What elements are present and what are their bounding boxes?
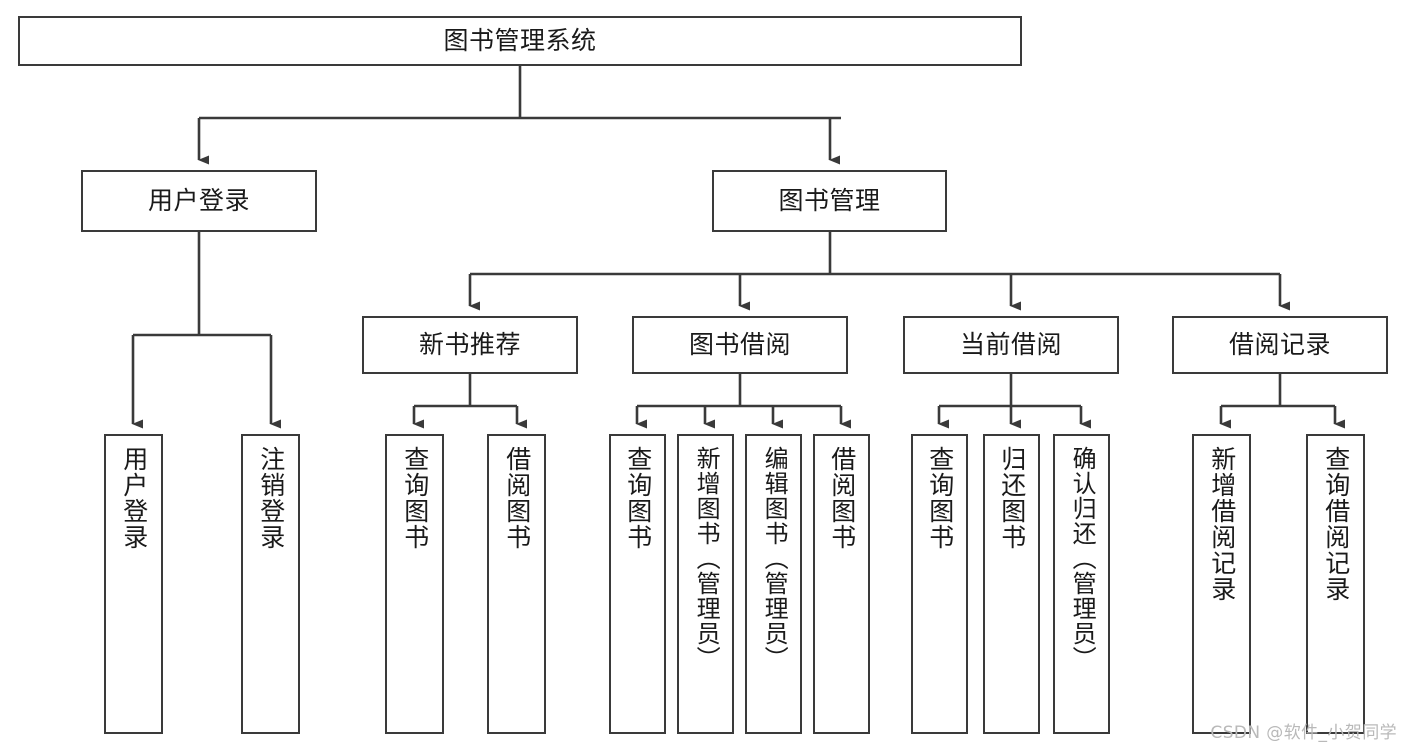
node-book-management-label: 图书管理 [778, 186, 881, 216]
leaf-query-book-recommend[interactable]: 查询图书 [385, 434, 444, 734]
leaf-query-borrow-record-label: 查询借阅记录 [1321, 446, 1351, 602]
node-new-book-recommend[interactable]: 新书推荐 [362, 316, 578, 374]
node-book-management[interactable]: 图书管理 [712, 170, 947, 232]
leaf-user-login-label: 用户登录 [119, 446, 149, 550]
node-current-borrow-label: 当前借阅 [959, 330, 1062, 360]
leaf-query-book-borrow[interactable]: 查询图书 [609, 434, 666, 734]
leaf-query-book-borrow-label: 查询图书 [623, 446, 653, 550]
node-user-login[interactable]: 用户登录 [81, 170, 317, 232]
node-new-book-recommend-label: 新书推荐 [418, 330, 521, 360]
leaf-add-book-admin[interactable]: 新增图书（管理员） [677, 434, 734, 734]
leaf-user-logout[interactable]: 注销登录 [241, 434, 300, 734]
leaf-edit-book-admin[interactable]: 编辑图书（管理员） [745, 434, 802, 734]
leaf-add-borrow-record[interactable]: 新增借阅记录 [1192, 434, 1251, 734]
leaf-add-book-admin-label: 新增图书（管理员） [692, 446, 721, 671]
node-book-borrow-label: 图书借阅 [688, 330, 791, 360]
node-borrow-record-label: 借阅记录 [1228, 330, 1331, 360]
node-current-borrow[interactable]: 当前借阅 [903, 316, 1119, 374]
leaf-query-book-current[interactable]: 查询图书 [911, 434, 968, 734]
leaf-borrow-book-recommend[interactable]: 借阅图书 [487, 434, 546, 734]
node-book-borrow[interactable]: 图书借阅 [632, 316, 848, 374]
node-root-label: 图书管理系统 [443, 26, 597, 56]
leaf-query-book-recommend-label: 查询图书 [400, 446, 430, 550]
leaf-user-login[interactable]: 用户登录 [104, 434, 163, 734]
leaf-query-book-current-label: 查询图书 [925, 446, 955, 550]
node-root[interactable]: 图书管理系统 [18, 16, 1022, 66]
node-user-login-label: 用户登录 [147, 186, 250, 216]
node-borrow-record[interactable]: 借阅记录 [1172, 316, 1388, 374]
leaf-user-logout-label: 注销登录 [256, 446, 286, 550]
watermark: CSDN @软件_小贺同学 [1210, 723, 1397, 743]
leaf-borrow-book[interactable]: 借阅图书 [813, 434, 870, 734]
leaf-query-borrow-record[interactable]: 查询借阅记录 [1306, 434, 1365, 734]
leaf-edit-book-admin-label: 编辑图书（管理员） [760, 446, 789, 671]
leaf-confirm-return-admin-label: 确认归还（管理员） [1068, 446, 1097, 671]
leaf-add-borrow-record-label: 新增借阅记录 [1207, 446, 1237, 602]
leaf-return-book-label: 归还图书 [997, 446, 1027, 550]
leaf-borrow-book-recommend-label: 借阅图书 [502, 446, 532, 550]
leaf-confirm-return-admin[interactable]: 确认归还（管理员） [1053, 434, 1110, 734]
leaf-borrow-book-label: 借阅图书 [827, 446, 857, 550]
leaf-return-book[interactable]: 归还图书 [983, 434, 1040, 734]
